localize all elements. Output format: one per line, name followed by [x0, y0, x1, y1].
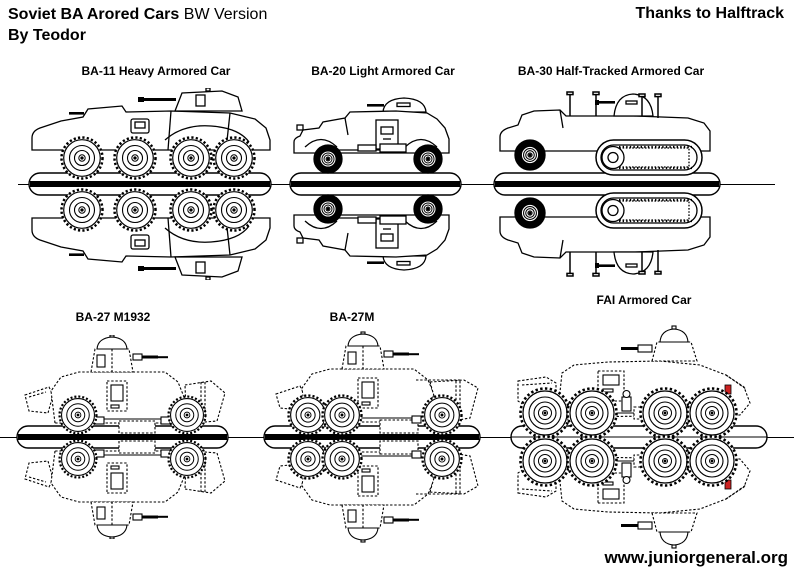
- ba-27-m1932-drawing: [16, 335, 229, 539]
- label-fai: FAI Armored Car: [596, 293, 692, 307]
- ba-30-figure: [492, 85, 722, 283]
- ba-27m-figure: [262, 330, 482, 544]
- ba-30-drawing: [493, 85, 721, 283]
- ba-11-drawing: [28, 88, 272, 280]
- base-strip: [289, 172, 462, 196]
- base-strip: [28, 172, 272, 196]
- label-ba-27: BA-27 M1932: [75, 310, 151, 324]
- website-text: www.juniorgeneral.org: [604, 548, 788, 567]
- fai-figure: [510, 325, 768, 549]
- sheet-title-main: Soviet BA Arored Cars: [8, 6, 180, 23]
- sheet-title: Soviet BA Arored Cars BW Version: [8, 4, 267, 25]
- byline: By Teodor: [8, 27, 86, 44]
- ba-27-m1932-figure: [15, 335, 230, 539]
- ba-20-figure: [288, 95, 463, 273]
- credit-text: Thanks to Halftrack: [635, 5, 784, 22]
- label-ba-20: BA-20 Light Armored Car: [311, 64, 455, 78]
- fai-drawing: [510, 325, 768, 549]
- ba-20-drawing: [289, 95, 462, 273]
- label-ba-11: BA-11 Heavy Armored Car: [81, 64, 231, 78]
- ba-11-figure: [25, 88, 275, 280]
- sheet-title-note: BW Version: [183, 6, 268, 23]
- base-strip: [493, 172, 721, 196]
- ba-27m-drawing: [263, 330, 481, 544]
- label-ba-27m: BA-27M: [329, 310, 375, 324]
- label-ba-30: BA-30 Half-Tracked Armored Car: [517, 64, 705, 78]
